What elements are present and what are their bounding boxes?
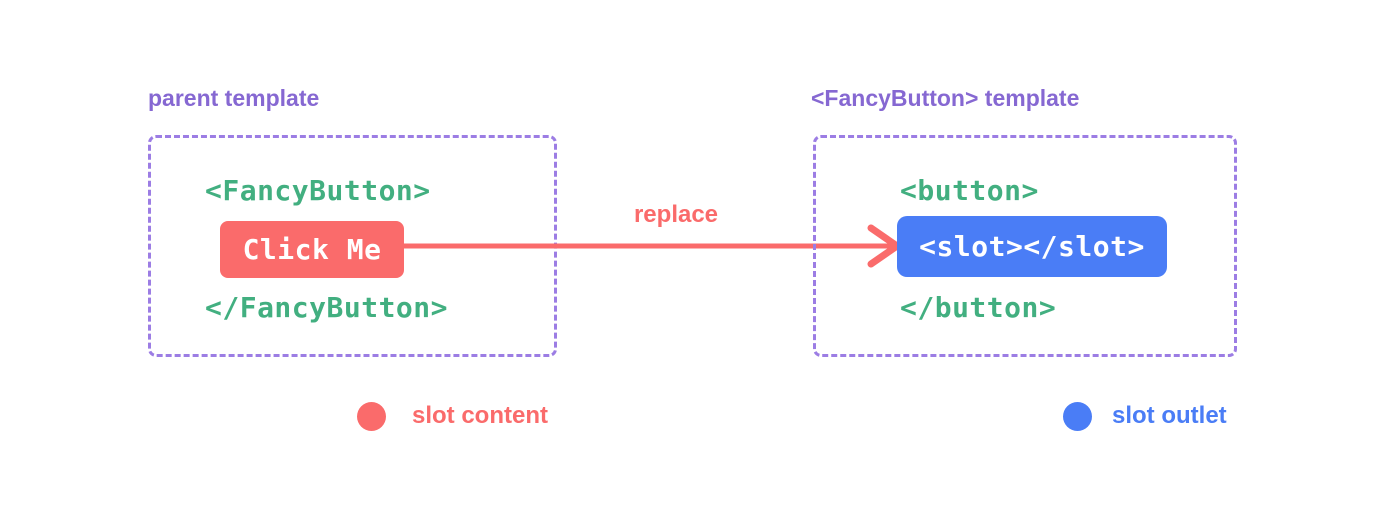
parent-template-title: parent template (148, 85, 320, 111)
button-close-tag: </button> (900, 291, 1057, 324)
legend-slot-content-label: slot content (412, 402, 548, 429)
replace-label: replace (633, 201, 719, 228)
fancybutton-close-tag: </FancyButton> (205, 291, 449, 324)
fancybutton-template-title: <FancyButton> template (811, 85, 1080, 111)
slot-content-dot-icon (357, 402, 386, 431)
slot-content-chip: Click Me (220, 221, 404, 278)
button-open-tag: <button> (900, 174, 1039, 207)
fancybutton-open-tag: <FancyButton> (205, 174, 431, 207)
slot-outlet-dot-icon (1063, 402, 1092, 431)
slot-outlet-chip: <slot></slot> (897, 216, 1167, 277)
fancybutton-template-box (813, 135, 1237, 357)
legend-slot-outlet-label: slot outlet (1112, 402, 1227, 429)
